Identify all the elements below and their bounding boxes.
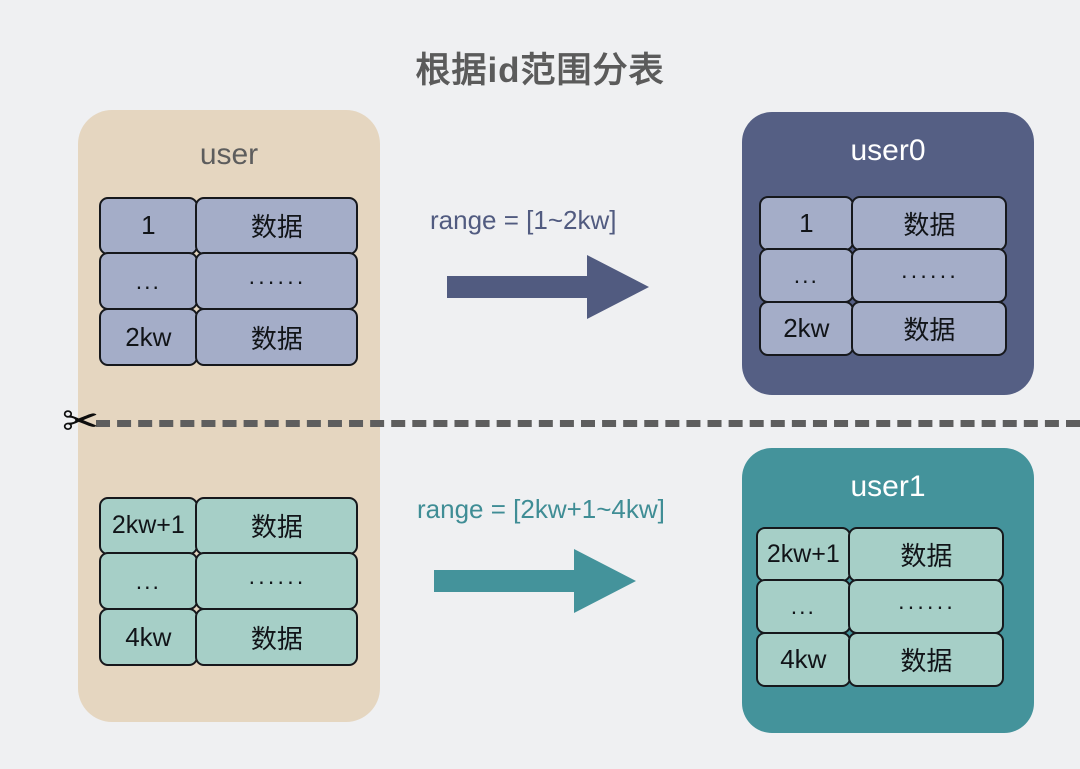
- cell-value: 数据: [851, 301, 1008, 357]
- cell-value: 数据: [848, 526, 1005, 582]
- table-row: ... ······: [755, 579, 1005, 635]
- shard0-table-rows: 1 数据 ... ······ 2kw 数据: [758, 195, 1008, 357]
- table-row: 4kw 数据: [755, 632, 1005, 688]
- cell-key: ...: [755, 579, 851, 635]
- shard1-table-rows: 2kw+1 数据 ... ······ 4kw 数据: [755, 526, 1005, 688]
- table-row: 2kw 数据: [98, 308, 359, 367]
- cell-value: ······: [195, 252, 359, 311]
- table-row: ... ······: [98, 252, 359, 311]
- table-row: 2kw 数据: [758, 301, 1008, 357]
- cell-value: 数据: [195, 608, 359, 667]
- arrow-to-user0: [447, 255, 649, 319]
- source-table-title: user: [199, 138, 259, 171]
- table-row: 4kw 数据: [98, 608, 359, 667]
- cell-key: 2kw+1: [755, 526, 851, 582]
- source-table-rows-bottom: 2kw+1 数据 ... ······ 4kw 数据: [98, 496, 359, 667]
- cell-value: 数据: [195, 196, 359, 255]
- table-row: 1 数据: [98, 196, 359, 255]
- cell-key: 1: [758, 195, 854, 251]
- cell-value: ······: [851, 248, 1008, 304]
- cell-value: 数据: [195, 308, 359, 367]
- page-title: 根据id范围分表: [415, 51, 665, 90]
- cell-key: 1: [98, 196, 198, 255]
- cell-value: 数据: [848, 632, 1005, 688]
- source-table-rows-top: 1 数据 ... ······ 2kw 数据: [98, 196, 359, 367]
- range-label-shard0: range = [1~2kw]: [430, 205, 617, 235]
- shard0-title: user0: [850, 134, 926, 167]
- cell-key: ...: [98, 252, 198, 311]
- table-row: 2kw+1 数据: [755, 526, 1005, 582]
- cut-dashed-line: [96, 420, 1080, 427]
- shard1-title: user1: [850, 470, 926, 503]
- scissors-icon: ✂: [62, 394, 99, 443]
- cell-value: 数据: [195, 496, 359, 555]
- table-row: ... ······: [758, 248, 1008, 304]
- cell-value: 数据: [851, 195, 1008, 251]
- cell-value: ······: [848, 579, 1005, 635]
- cell-key: 2kw+1: [98, 496, 198, 555]
- table-row: ... ······: [98, 552, 359, 611]
- table-row: 2kw+1 数据: [98, 496, 359, 555]
- cell-key: 2kw: [98, 308, 198, 367]
- cell-key: 4kw: [755, 632, 851, 688]
- range-label-shard1: range = [2kw+1~4kw]: [417, 494, 665, 524]
- arrow-to-user1: [434, 549, 636, 613]
- cell-value: ······: [195, 552, 359, 611]
- table-row: 1 数据: [758, 195, 1008, 251]
- cell-key: 4kw: [98, 608, 198, 667]
- cell-key: 2kw: [758, 301, 854, 357]
- cell-key: ...: [758, 248, 854, 304]
- cell-key: ...: [98, 552, 198, 611]
